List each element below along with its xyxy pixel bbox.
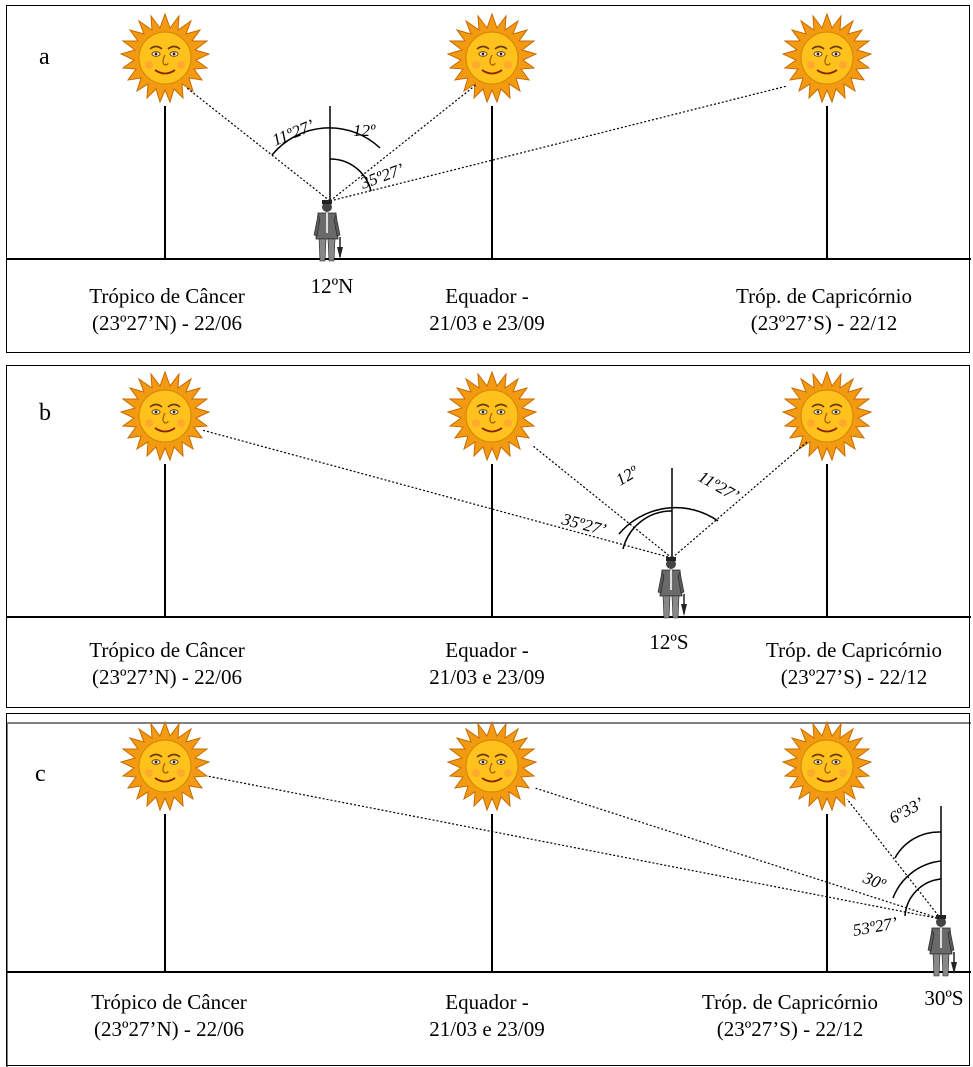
panel-b-diagram: b 12º 11º27’ 35º27’ 12ºS Trópico de Cânc…	[7, 371, 971, 689]
sun-ray-line	[532, 445, 673, 559]
observer-latitude: 30ºS	[924, 986, 963, 1010]
sun-ray-line	[186, 87, 331, 202]
angle-label: 11º27’	[269, 116, 317, 150]
angle-label: 11º27’	[695, 467, 743, 505]
location-sub-label: 21/03 e 23/09	[429, 1017, 545, 1041]
angle-arc	[622, 510, 673, 550]
location-label: Equador -	[445, 638, 528, 662]
sun-ray-line	[534, 787, 942, 920]
angle-label: 12º	[353, 121, 376, 140]
panel-c-diagram: c	[6, 721, 971, 1067]
sun-ray-line	[671, 441, 808, 559]
sun-ray-line	[206, 775, 942, 920]
angle-arc	[329, 158, 372, 192]
person-with-umbrella-icon	[313, 199, 344, 262]
location-sub-label: 21/03 e 23/09	[429, 665, 545, 689]
person-with-umbrella-icon	[927, 914, 958, 977]
sun-face-icon	[120, 721, 210, 811]
angle-arc	[904, 878, 942, 917]
location-label: Tróp. de Capricórnio	[736, 284, 912, 308]
location-label: Equador -	[445, 990, 528, 1014]
sun-face-icon	[447, 721, 537, 811]
location-label: Tróp. de Capricórnio	[766, 638, 942, 662]
location-sub-label: (23º27’S) - 22/12	[717, 1017, 864, 1041]
sun-face-icon	[782, 371, 872, 461]
angle-arc	[894, 831, 942, 859]
location-sub-label: (23º27’N) - 22/06	[94, 1017, 244, 1041]
location-label: Equador -	[445, 284, 528, 308]
location-sub-label: (23º27’N) - 22/06	[92, 665, 242, 689]
location-sub-label: 21/03 e 23/09	[429, 311, 545, 335]
angle-arc	[618, 506, 719, 535]
location-label: Tróp. de Capricórnio	[702, 990, 878, 1014]
panel-letter: a	[39, 44, 50, 70]
person-with-umbrella-icon	[657, 556, 688, 619]
sun-ray-line	[846, 798, 942, 920]
sun-face-icon	[120, 13, 210, 103]
observer-latitude: 12ºS	[649, 630, 688, 654]
angle-arc	[892, 860, 942, 899]
panel-letter: b	[39, 400, 51, 426]
angle-label: 35º27’	[559, 509, 609, 539]
panel-a-diagram: a 11º27’ 12º 35º27’ 12ºN Trópico de Cânc…	[7, 13, 971, 335]
panel-a: a 11º27’ 12º 35º27’ 12ºN Trópico de Cânc…	[6, 5, 971, 353]
angle-label: 30º	[860, 868, 889, 895]
location-label: Trópico de Câncer	[91, 990, 247, 1014]
sun-face-icon	[447, 13, 537, 103]
panel-letter: c	[35, 761, 46, 787]
sun-ray-line	[329, 85, 788, 202]
location-sub-label: (23º27’N) - 22/06	[92, 311, 242, 335]
location-label: Trópico de Câncer	[89, 638, 245, 662]
observer-latitude: 12ºN	[311, 274, 354, 298]
sun-face-icon	[782, 13, 872, 103]
sun-ray-line	[201, 429, 673, 559]
sun-ray-line	[329, 83, 478, 202]
location-sub-label: (23º27’S) - 22/12	[781, 665, 928, 689]
sun-face-icon	[447, 371, 537, 461]
angle-arc	[271, 127, 381, 156]
location-sub-label: (23º27’S) - 22/12	[751, 311, 898, 335]
panel-b: b 12º 11º27’ 35º27’ 12ºS Trópico de Cânc…	[6, 365, 971, 708]
location-label: Trópico de Câncer	[89, 284, 245, 308]
angle-label: 53º27’	[851, 913, 899, 940]
sun-face-icon	[782, 721, 872, 811]
angle-label: 12º	[613, 462, 642, 490]
angle-label: 6º33’	[886, 793, 927, 827]
panel-c: c	[6, 713, 971, 1067]
sun-face-icon	[120, 371, 210, 461]
